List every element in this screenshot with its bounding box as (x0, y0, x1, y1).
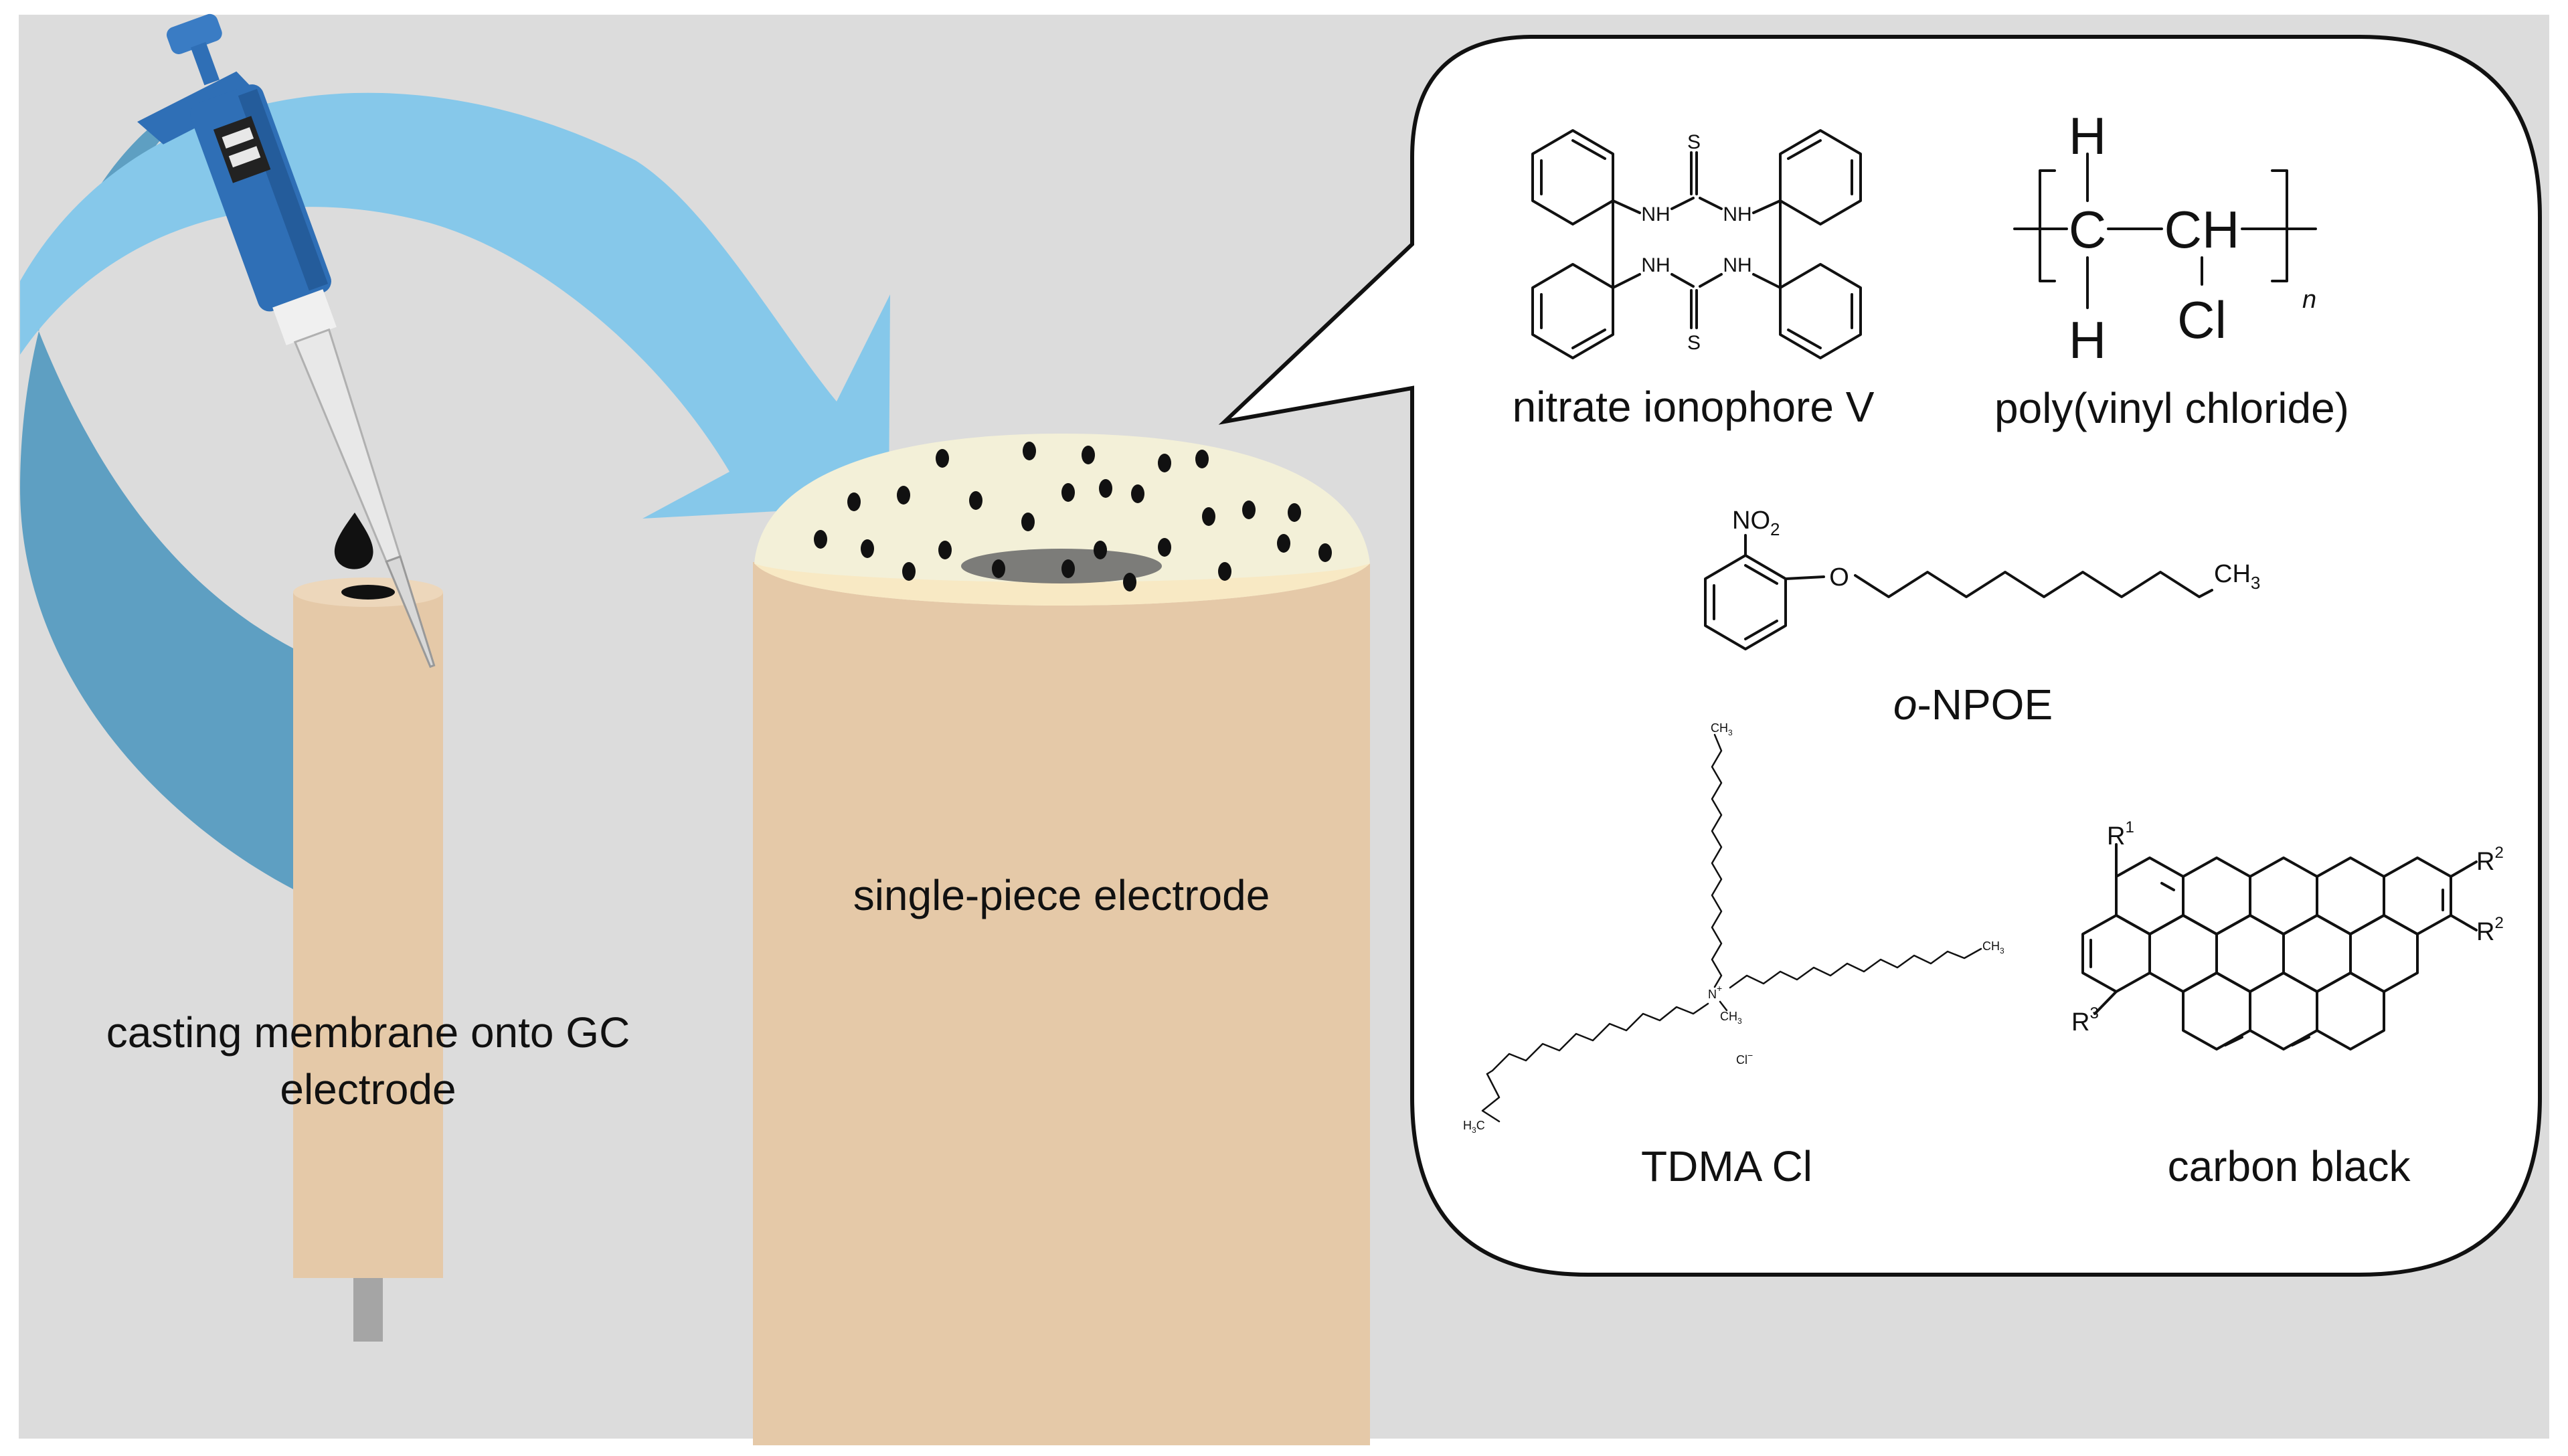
pvc-c: C (2069, 200, 2106, 259)
benzene-ring (1531, 129, 1614, 225)
pipette-display-window-2 (228, 146, 261, 168)
atom-nh: NH (1641, 254, 1670, 276)
carbon-black-r2-bottom: R2 (2476, 914, 2504, 946)
nitrate-ionophore-label: nitrate ionophore V (1513, 383, 1875, 431)
atom-nh: NH (1723, 254, 1751, 276)
pvc-repeat-n: n (2302, 286, 2316, 314)
tdma-label: TDMA Cl (1641, 1142, 1812, 1190)
tdma-n-plus: N+ (1708, 983, 1722, 1001)
pvc-ch: CH (2164, 200, 2240, 259)
benzene-ring (1779, 129, 1862, 225)
casting-label-line1: casting membrane onto GC (106, 1008, 630, 1057)
large-electrode-body (753, 562, 1370, 1445)
atom-s-top: S (1687, 131, 1701, 153)
npoe-label: o-NPOE (1893, 680, 2053, 729)
curved-arrow-dark-band (20, 97, 294, 890)
tdma-h3c: H3C (1463, 1119, 1485, 1135)
npoe-structure: NO2 O CH3 (1704, 507, 2260, 650)
chemicals-callout-panel (1218, 35, 2542, 1277)
pvc-structure: H C CH Cl H n (2013, 106, 2317, 369)
tdma-cl-minus: Cl− (1736, 1050, 1753, 1067)
small-electrode (293, 577, 443, 1342)
pipette-body-shade (238, 88, 329, 291)
pipette-display-window (222, 127, 254, 149)
membrane-dome-rim (754, 563, 1370, 606)
tdma-structure: CH3 CH3 N+ CH3 Cl− H3C (1463, 721, 2004, 1135)
large-electrode (753, 434, 1370, 1445)
tdma-ch3-n: CH3 (1720, 1010, 1742, 1026)
carbon-black-label: carbon black (2168, 1142, 2411, 1190)
carbon-black-r3: R3 (2071, 1004, 2099, 1036)
carbon-black-r1: R1 (2107, 818, 2134, 850)
pvc-cl: Cl (2177, 290, 2227, 349)
pipette-ejector (272, 289, 337, 346)
pvc-label: poly(vinyl chloride) (1994, 384, 2349, 432)
carbon-black-r2-top: R2 (2476, 844, 2504, 876)
single-piece-label: single-piece electrode (853, 871, 1270, 919)
atom-nh: NH (1723, 203, 1751, 225)
pvc-h-top: H (2069, 106, 2106, 165)
membrane-drop (334, 513, 373, 569)
tdma-ch3-right: CH3 (1982, 939, 2004, 955)
npoe-o: O (1829, 563, 1849, 592)
pipette-tip (385, 555, 436, 668)
casting-label-line2: electrode (280, 1065, 456, 1113)
pipette-display (213, 116, 271, 183)
pipette (137, 13, 436, 668)
small-electrode-body (293, 592, 443, 1278)
carbon-black-particles (814, 442, 1332, 592)
pipette-plunger (190, 41, 220, 86)
atom-nh: NH (1641, 203, 1670, 225)
atom-s-bottom: S (1687, 332, 1701, 354)
small-electrode-contact (353, 1275, 383, 1342)
pvc-h-bottom: H (2069, 310, 2106, 369)
pipette-plunger-cap (166, 13, 222, 54)
npoe-no2: NO2 (1732, 507, 1780, 539)
gc-disk-under-membrane (961, 549, 1162, 583)
tdma-ch3-top: CH3 (1711, 721, 1733, 737)
small-electrode-gc-disk (341, 585, 395, 600)
nitrate-ionophore-structure: S NH NH NH NH S (1531, 129, 1862, 359)
carbon-black-structure: R1 R2 R2 R3 (2071, 818, 2504, 1051)
npoe-ch3: CH3 (2214, 560, 2260, 593)
